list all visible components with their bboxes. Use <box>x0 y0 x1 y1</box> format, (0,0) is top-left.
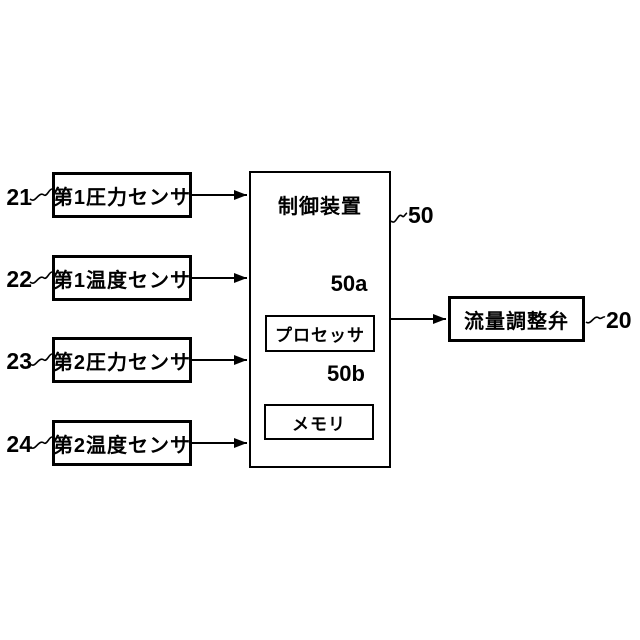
block-flow-regulating-valve: 流量調整弁 <box>448 296 585 342</box>
block-first-pressure-sensor: 第1圧力センサ <box>52 172 192 218</box>
block-control-device-label: 制御装置 <box>278 196 362 218</box>
ref-squiggle-21 <box>29 188 53 201</box>
block-memory-label: メモリ <box>292 414 346 434</box>
block-memory: メモリ <box>264 404 374 440</box>
block-second-pressure-sensor-label: 第2圧力センサ <box>52 351 192 374</box>
ref-numeral-24: 24 <box>6 431 32 457</box>
block-first-temperature-sensor-label: 第1温度センサ <box>52 269 192 292</box>
ref-numeral-50: 50 <box>408 202 434 228</box>
block-processor: プロセッサ <box>265 315 375 352</box>
block-second-temperature-sensor-label: 第2温度センサ <box>52 434 192 457</box>
block-flow-regulating-valve-label: 流量調整弁 <box>464 310 569 333</box>
ref-squiggle-20 <box>585 316 606 324</box>
ref-numeral-23: 23 <box>6 348 32 374</box>
ref-numeral-50b: 50b <box>327 361 365 386</box>
block-processor-label: プロセッサ <box>275 326 365 345</box>
ref-numeral-22: 22 <box>6 266 32 292</box>
block-second-temperature-sensor: 第2温度センサ <box>52 420 192 466</box>
ref-numeral-20: 20 <box>606 307 632 333</box>
block-first-temperature-sensor: 第1温度センサ <box>52 255 192 301</box>
ref-numeral-50a: 50a <box>330 271 368 296</box>
ref-squiggle-24 <box>29 436 53 449</box>
ref-squiggle-23 <box>29 353 53 366</box>
ref-squiggle-50 <box>390 212 408 223</box>
ref-numeral-21: 21 <box>6 184 32 210</box>
ref-squiggle-22 <box>29 271 53 284</box>
block-first-pressure-sensor-label: 第1圧力センサ <box>52 186 192 209</box>
block-second-pressure-sensor: 第2圧力センサ <box>52 337 192 383</box>
